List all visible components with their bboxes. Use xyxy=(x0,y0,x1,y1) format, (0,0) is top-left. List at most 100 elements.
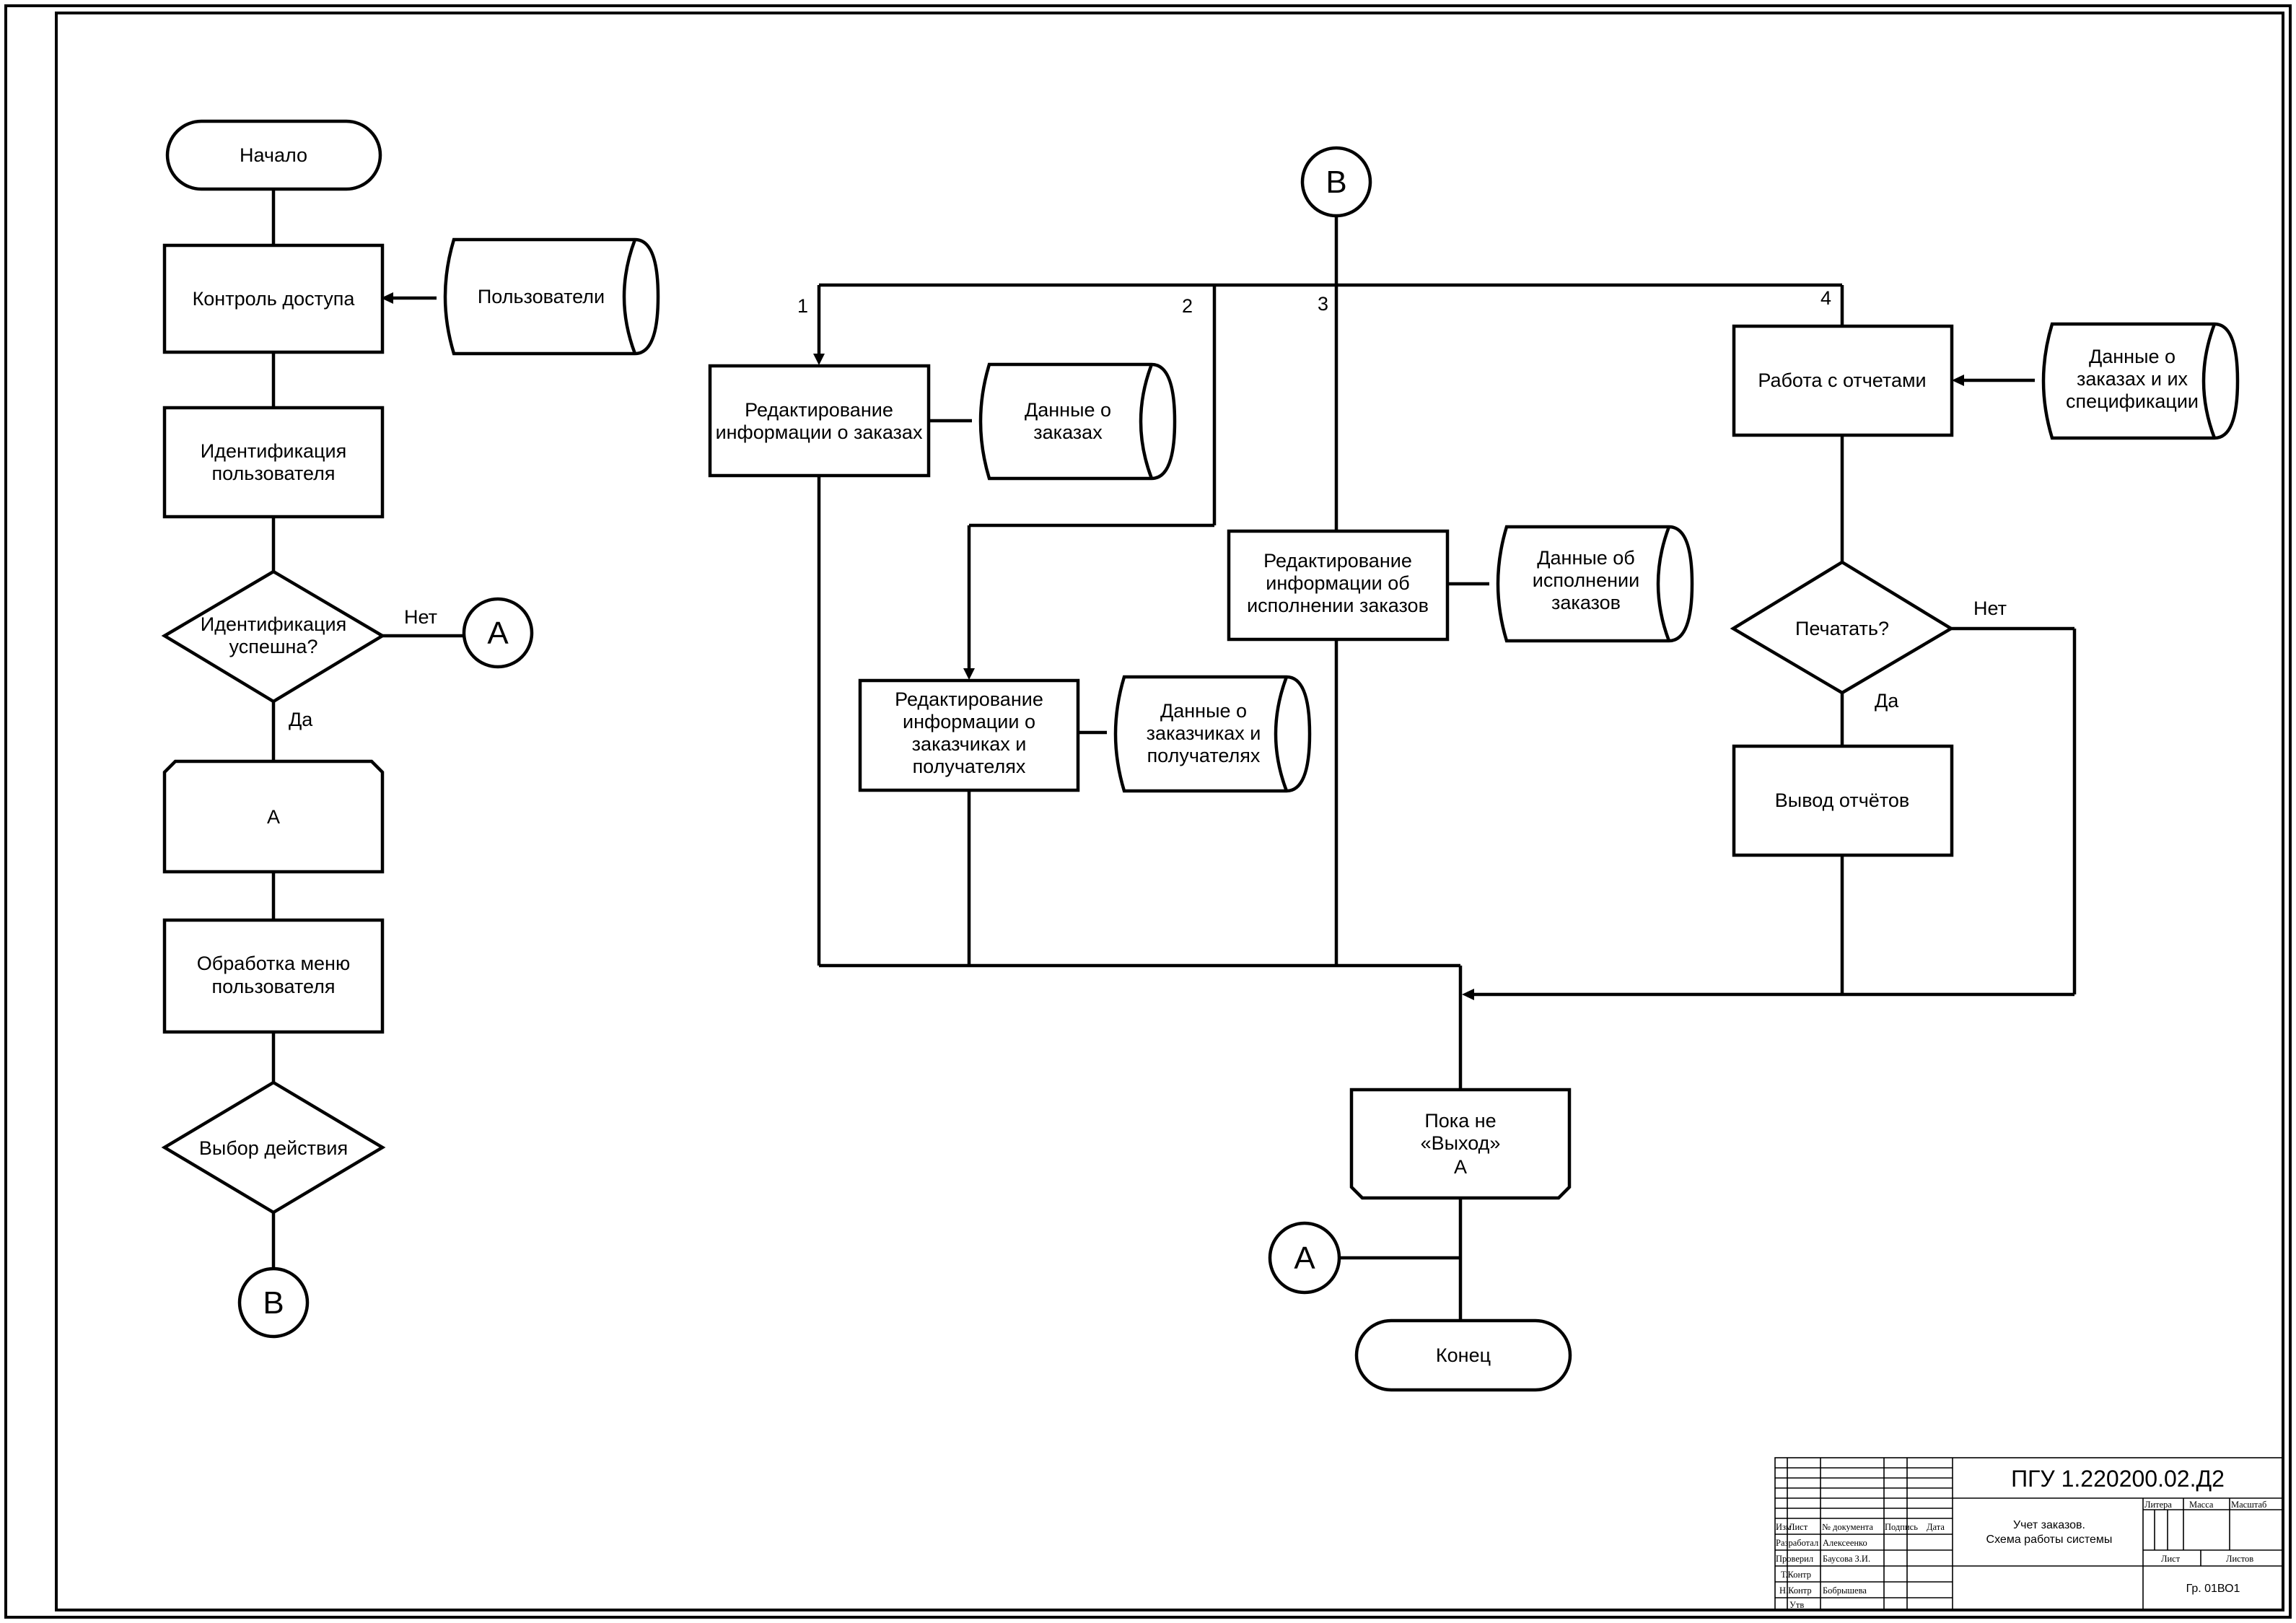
access-control-label: Контроль доступа xyxy=(193,288,356,310)
print-output-process: Вывод отчётов xyxy=(1732,744,1954,857)
connector-a-left: А xyxy=(462,597,534,669)
start-terminator: Начало xyxy=(165,119,382,191)
branch-number-3: 3 xyxy=(1318,293,1328,315)
end-label: Конец xyxy=(1436,1344,1491,1366)
loop-end-line-1: Пока не xyxy=(1424,1110,1496,1132)
connector-a-right-label: А xyxy=(1294,1241,1315,1276)
col-header-date: Дата xyxy=(1927,1522,1945,1532)
customers-store-line-2: заказчиках и xyxy=(1147,722,1261,744)
role-approve: Утв xyxy=(1789,1600,1804,1610)
role-developer: Разработал xyxy=(1776,1538,1818,1548)
role-ncontrol: Н.Контр xyxy=(1779,1585,1812,1596)
menu-processing-line-2: пользователя xyxy=(212,976,336,997)
ident-success-line-1: Идентификация xyxy=(201,613,346,635)
reports-label: Работа с отчетами xyxy=(1758,369,1926,391)
doc-title-line-2: Схема работы системы xyxy=(1986,1534,2113,1546)
loop-end-line-2: «Выход» xyxy=(1421,1132,1501,1154)
doc-code: ПГУ 1.220200.02.Д2 xyxy=(2011,1466,2225,1492)
branch-number-2: 2 xyxy=(1182,295,1193,317)
end-terminator: Конец xyxy=(1354,1318,1572,1392)
edit-orders-process: Редактирование информации о заказах xyxy=(708,364,931,478)
branch-number-1: 1 xyxy=(797,295,808,317)
print-no-label: Нет xyxy=(1973,598,2007,619)
orders-store-line-2: заказах xyxy=(1033,421,1103,443)
print-question-label: Печатать? xyxy=(1795,618,1889,639)
customers-store-line-1: Данные о xyxy=(1160,700,1247,722)
right-flow: В 1 2 3 4 Редактирование информации о за… xyxy=(708,146,2240,1392)
menu-processing-line-1: Обработка меню xyxy=(197,953,350,974)
execution-store-line-3: заказов xyxy=(1551,592,1621,613)
connector-b-right: В xyxy=(1300,146,1372,218)
col-header-sign: Подпись xyxy=(1885,1522,1918,1532)
col-header-list: Лист xyxy=(1789,1522,1808,1532)
loop-start: А xyxy=(162,759,385,874)
arrow-head xyxy=(1952,375,1964,386)
reports-storage: Данные о заказах и их спецификации xyxy=(2041,322,2240,440)
branch-number-4: 4 xyxy=(1820,287,1831,309)
edit-orders-line-2: информации о заказах xyxy=(716,421,923,443)
reports-store-line-2: заказах и их xyxy=(2077,368,2188,390)
role-tcontrol: Т.Контр xyxy=(1781,1570,1811,1580)
edit-execution-line-2: информации об xyxy=(1266,572,1409,594)
choose-action-label: Выбор действия xyxy=(199,1137,348,1159)
execution-storage: Данные об исполнении заказов xyxy=(1496,525,1694,643)
ident-success-line-2: успешна? xyxy=(229,636,318,657)
sheets-label: Листов xyxy=(2226,1554,2253,1564)
arrow-head xyxy=(813,354,825,365)
loop-start-label: А xyxy=(267,806,280,828)
edit-execution-line-3: исполнении заказов xyxy=(1247,595,1429,616)
identification-line-1: Идентификация xyxy=(201,440,346,462)
menu-processing: Обработка меню пользователя xyxy=(162,918,385,1034)
outer-frame xyxy=(4,4,2292,1619)
edit-execution-process: Редактирование информации об исполнении … xyxy=(1227,529,1450,642)
reports-store-line-3: спецификации xyxy=(2066,390,2199,412)
print-decision: Печатать? xyxy=(1730,560,1955,695)
access-control-process: Контроль доступа xyxy=(162,243,385,354)
scale-label: Масштаб xyxy=(2231,1500,2266,1510)
connector-b-right-label: В xyxy=(1326,165,1346,200)
name-checker: Баусова З.И. xyxy=(1823,1554,1870,1564)
edit-customers-line-2: информации о xyxy=(903,711,1035,732)
start-label: Начало xyxy=(240,144,307,166)
edit-customers-line-4: получателях xyxy=(913,756,1026,777)
name-developer: Алексеенко xyxy=(1823,1538,1867,1548)
arrow-head xyxy=(1462,989,1474,1000)
name-ncontrol: Бобрышева xyxy=(1823,1585,1867,1596)
left-flow: Начало Контроль доступа Пользователи Иде… xyxy=(161,119,660,1339)
mass-label: Масса xyxy=(2189,1500,2214,1510)
col-header-doc: № документа xyxy=(1822,1522,1873,1532)
loop-end-line-3: А xyxy=(1454,1156,1467,1178)
group-label: Гр. 01ВО1 xyxy=(2186,1583,2240,1595)
users-store-label: Пользователи xyxy=(478,286,605,307)
no-label: Нет xyxy=(404,606,437,628)
loop-end: Пока не «Выход» А xyxy=(1349,1088,1572,1200)
orders-storage: Данные о заказах xyxy=(978,362,1177,481)
ident-success-decision: Идентификация успешна? xyxy=(161,569,386,704)
litera-label: Литера xyxy=(2144,1500,2172,1510)
execution-store-line-1: Данные об xyxy=(1537,547,1635,569)
col-header-izm: Изм xyxy=(1776,1522,1792,1532)
edit-execution-line-1: Редактирование xyxy=(1263,550,1412,572)
identification-process: Идентификация пользователя xyxy=(162,406,385,519)
sheet-label: Лист xyxy=(2161,1554,2181,1564)
arrow-head xyxy=(963,668,975,680)
customers-storage: Данные о заказчиках и получателях xyxy=(1113,675,1312,793)
identification-line-2: пользователя xyxy=(212,463,336,484)
reports-store-line-1: Данные о xyxy=(2089,346,2175,367)
edit-orders-line-1: Редактирование xyxy=(745,399,893,421)
edit-customers-process: Редактирование информации о заказчиках и… xyxy=(858,678,1080,792)
print-yes-label: Да xyxy=(1875,690,1899,712)
role-checker: Проверил xyxy=(1776,1554,1813,1564)
execution-store-line-2: исполнении xyxy=(1533,569,1639,591)
customers-store-line-3: получателях xyxy=(1147,745,1261,766)
print-output-label: Вывод отчётов xyxy=(1775,789,1909,811)
connector-a-right: А xyxy=(1268,1221,1341,1295)
choose-action-decision: Выбор действия xyxy=(161,1080,386,1215)
connector-a-label: А xyxy=(487,616,509,651)
edit-customers-line-3: заказчиках и xyxy=(912,733,1027,755)
inner-frame xyxy=(55,12,2284,1611)
connector-b-left: В xyxy=(237,1267,310,1339)
arrow-head xyxy=(381,292,393,304)
doc-title-line-1: Учет заказов. xyxy=(2013,1519,2085,1531)
